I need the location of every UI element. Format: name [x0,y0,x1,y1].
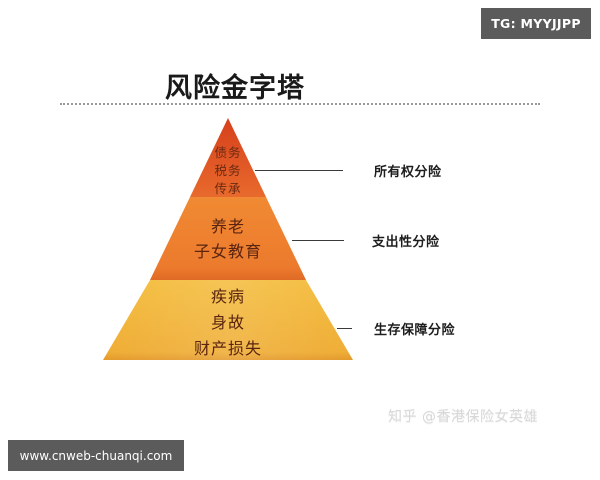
risk-label-survival: 生存保障分险 [374,323,456,338]
risk-label-ownership: 所有权分险 [374,165,442,180]
tier-bottom-item: 身故 [210,313,245,332]
tier-top-item: 税务 [214,163,242,178]
risk-label-expenditure: 支出性分险 [372,235,440,250]
tier-top-text: 债务 税务 传承 [198,144,258,198]
tier-bottom-item: 疾病 [210,287,245,306]
site-url-badge: www.cnweb-chuanqi.com [8,440,184,471]
leader-line-middle [292,240,344,241]
tier-bottom-item: 财产损失 [193,339,262,358]
tg-badge: TG: MYYJJPP [481,8,591,39]
leader-line-bottom [337,328,352,329]
dotted-divider [60,103,540,105]
tier-middle-text: 养老 子女教育 [168,214,288,264]
tier-middle-item: 子女教育 [193,242,262,261]
diagram-title: 风险金字塔 [165,73,305,104]
tier-bottom-text: 疾病 身故 财产损失 [158,284,298,362]
pyramid-tier-top [190,118,266,197]
pyramid-tier-middle [150,197,306,280]
zhihu-watermark: 知乎 @香港保险女英雄 [388,409,538,425]
tier-middle-item: 养老 [210,217,245,236]
tier-top-item: 债务 [214,145,242,160]
leader-line-top [255,170,343,171]
tier-top-item: 传承 [214,181,242,196]
